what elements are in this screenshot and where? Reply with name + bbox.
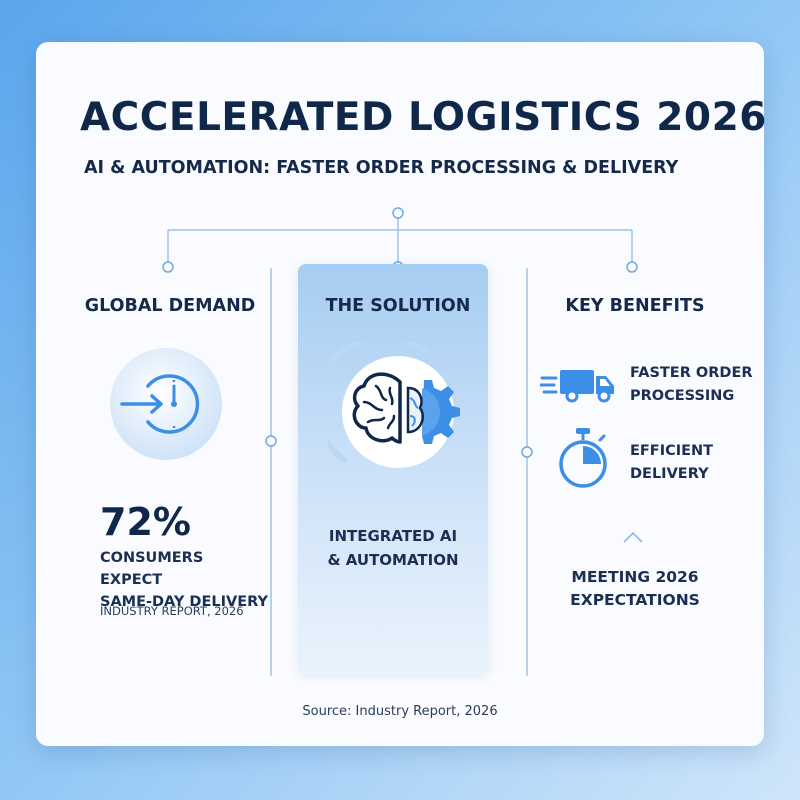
- stat-line-2: SAME-DAY DELIVERY: [100, 594, 269, 610]
- node-left: [162, 261, 174, 273]
- stopwatch-icon: [559, 428, 607, 488]
- solution-line-1: INTEGRATED AI: [328, 527, 458, 545]
- clock-arrow-icon: [110, 348, 222, 460]
- footer-source: Source: Industry Report, 2026: [302, 704, 498, 719]
- heading-global-demand: GLOBAL DEMAND: [84, 296, 256, 316]
- benefit-efficient-delivery: EFFICIENT DELIVERY: [630, 440, 713, 486]
- meeting-line-1: MEETING 2026: [571, 568, 699, 586]
- node-top: [392, 207, 404, 219]
- meeting-expectations: MEETING 2026 EXPECTATIONS: [560, 566, 710, 612]
- stat-source: INDUSTRY REPORT, 2026: [100, 604, 244, 618]
- brain-gear-icon: [328, 342, 460, 468]
- stat-description: CONSUMERS EXPECT SAME-DAY DELIVERY: [100, 547, 270, 613]
- page-subtitle: AI & AUTOMATION: FASTER ORDER PROCESSING…: [84, 158, 679, 178]
- benefit-1-line-1: FASTER ORDER: [630, 365, 753, 381]
- solution-line-2: & AUTOMATION: [327, 551, 459, 569]
- stat-line-1: CONSUMERS EXPECT: [100, 550, 204, 588]
- fast-truck-icon: [540, 370, 614, 403]
- benefit-faster-processing: FASTER ORDER PROCESSING: [630, 362, 753, 408]
- heading-key-benefits: KEY BENEFITS: [565, 296, 705, 316]
- benefit-2-line-1: EFFICIENT: [630, 443, 714, 459]
- solution-panel: [298, 264, 488, 674]
- node-right-divider: [521, 446, 533, 458]
- page-title: ACCELERATED LOGISTICS 2026: [80, 95, 767, 140]
- benefit-2-line-2: DELIVERY: [630, 466, 709, 482]
- stat-value: 72%: [100, 500, 191, 544]
- chevron-up-icon: [623, 531, 643, 543]
- node-left-divider: [265, 435, 277, 447]
- solution-text: INTEGRATED AI & AUTOMATION: [318, 524, 468, 572]
- meeting-line-2: EXPECTATIONS: [570, 591, 700, 609]
- heading-the-solution: THE SOLUTION: [325, 296, 471, 316]
- benefit-1-line-2: PROCESSING: [630, 388, 735, 404]
- node-right: [626, 261, 638, 273]
